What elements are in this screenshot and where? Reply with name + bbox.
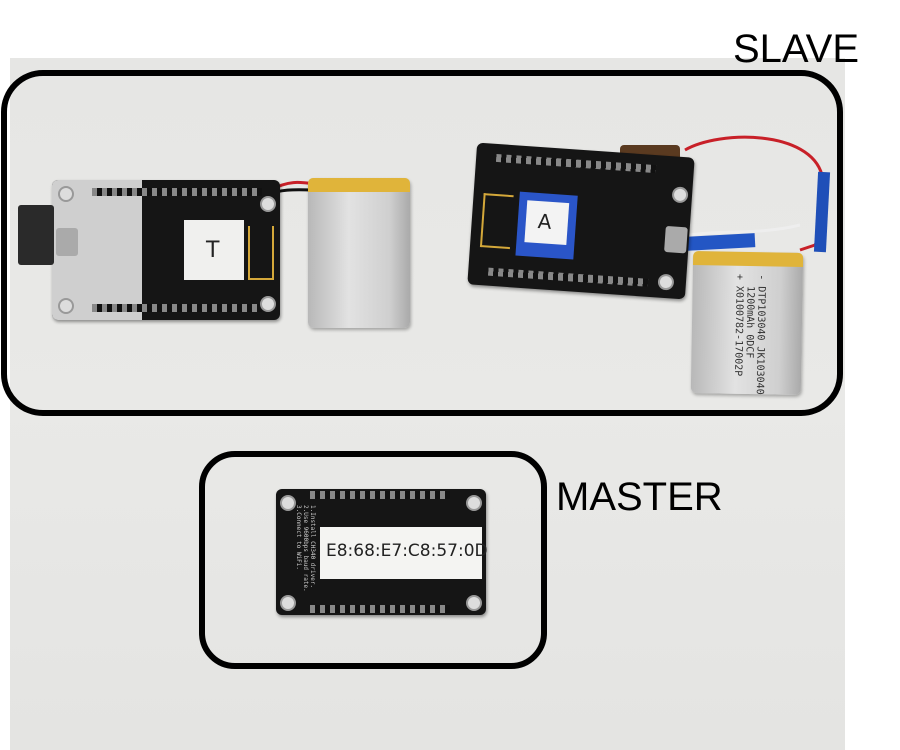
master-board: 1.Install CH340 driver. 2.Use 9600bps ba… [276,489,488,615]
antenna [248,226,274,280]
mount-hole [260,296,276,312]
mac-address: E8:68:E7:C8:57:0D [326,541,488,561]
wire-white-right [689,223,801,237]
slave-board-1: T [52,180,280,320]
mount-hole [260,196,276,212]
master-group-frame [199,451,547,669]
blue-tape-2 [684,233,756,251]
board-tag: T [206,238,220,263]
photo-background [10,58,845,750]
mount-hole [280,495,296,511]
usb-port [56,228,78,256]
master-label: MASTER [556,475,723,519]
mount-hole [466,495,482,511]
pin-header-bottom [92,304,262,312]
mac-label-paper: E8:68:E7:C8:57:0D [320,527,488,579]
battery-tape [308,178,410,192]
blue-tape [813,171,831,253]
mount-hole [58,186,74,202]
pin-header-top [92,188,262,196]
mount-hole [58,298,74,314]
pin-header-bottom [310,605,450,613]
slave-group-frame [1,70,843,416]
slave-battery-1 [308,178,410,328]
wifi-module: T [184,220,244,280]
pin-header-top [310,491,450,499]
slave-label: SLAVE [733,27,859,71]
power-switch [18,205,54,265]
mount-hole [280,595,296,611]
mount-hole [466,595,482,611]
